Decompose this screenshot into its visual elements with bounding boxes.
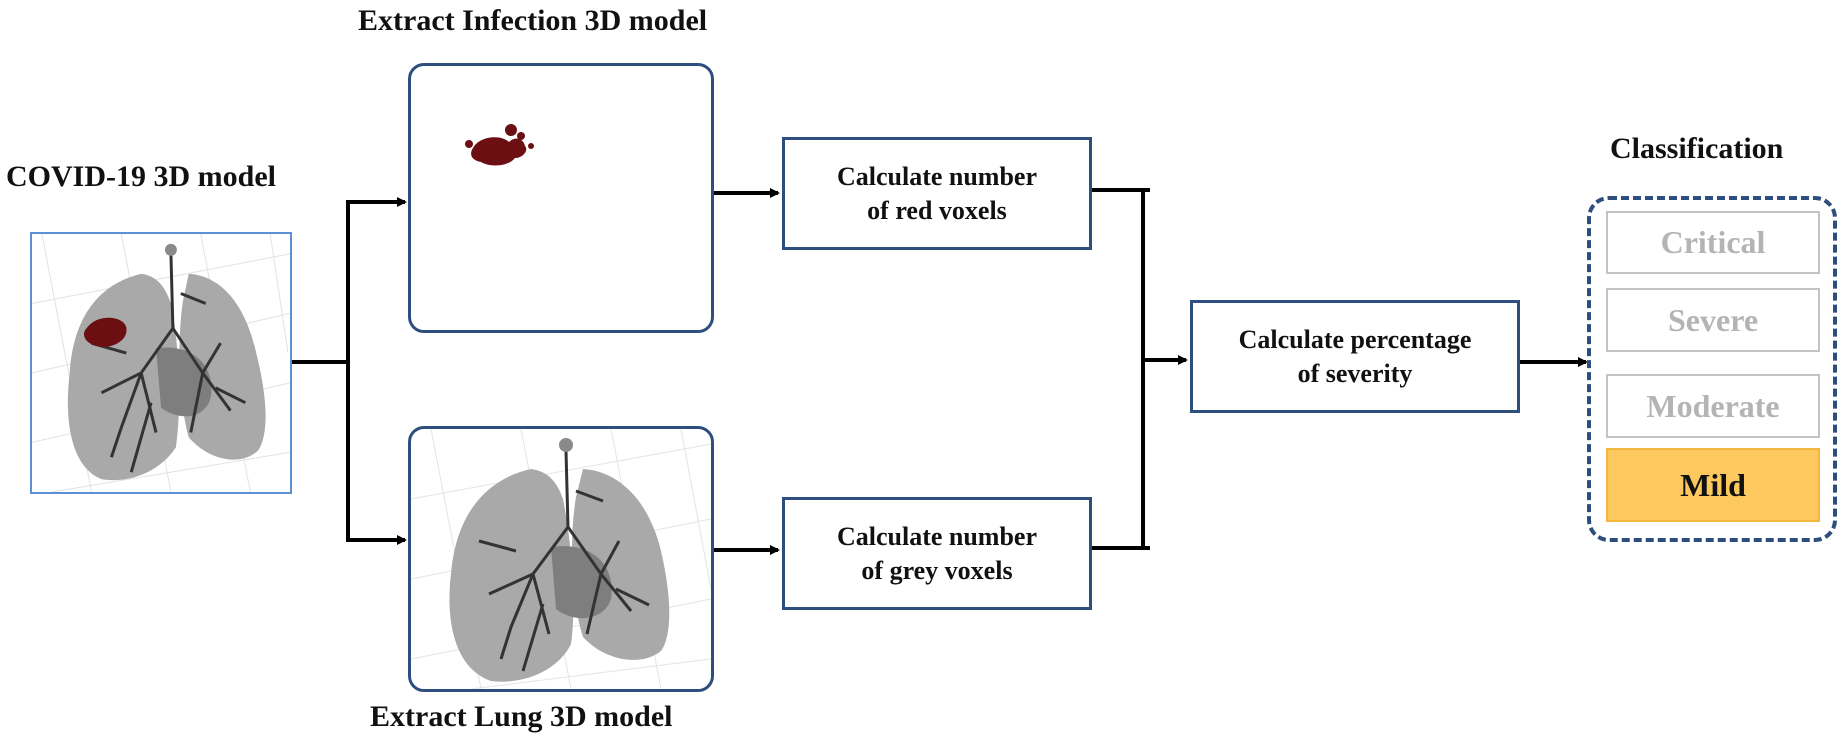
severity-percentage-line2: of severity: [1297, 358, 1413, 388]
covid-3d-model-image: [30, 232, 292, 494]
classification-title: Classification: [1610, 132, 1784, 165]
class-mild-selected: Mild: [1606, 448, 1820, 522]
class-severe: Severe: [1606, 288, 1820, 352]
infection-blob: [465, 124, 534, 166]
severity-percentage-line1: Calculate percentage: [1238, 324, 1472, 354]
count-red-voxels-line2: of red voxels: [867, 195, 1007, 225]
infection-model-title: Extract Infection 3D model: [358, 4, 708, 37]
count-grey-voxels-box: Calculate number of grey voxels: [782, 497, 1092, 610]
infection-region: [83, 317, 127, 347]
count-grey-voxels-line1: Calculate number: [836, 521, 1038, 551]
class-moderate: Moderate: [1606, 374, 1820, 438]
count-red-voxels-line1: Calculate number: [836, 161, 1038, 191]
lung-model-title: Extract Lung 3D model: [370, 700, 673, 733]
class-critical: Critical: [1606, 211, 1820, 274]
split-connector-lower: [346, 362, 407, 545]
count-red-voxels-box: Calculate number of red voxels: [782, 137, 1092, 250]
infection-model-panel: [408, 63, 714, 333]
merge-connector: [1091, 188, 1145, 550]
lung-silhouette: [449, 469, 574, 682]
severity-percentage-box: Calculate percentage of severity: [1190, 300, 1520, 413]
input-model-title: COVID-19 3D model: [6, 160, 276, 193]
count-grey-voxels-line2: of grey voxels: [861, 555, 1013, 585]
classification-group: [1587, 196, 1837, 542]
split-connector: [290, 197, 407, 364]
lung-model-panel: [408, 426, 714, 692]
